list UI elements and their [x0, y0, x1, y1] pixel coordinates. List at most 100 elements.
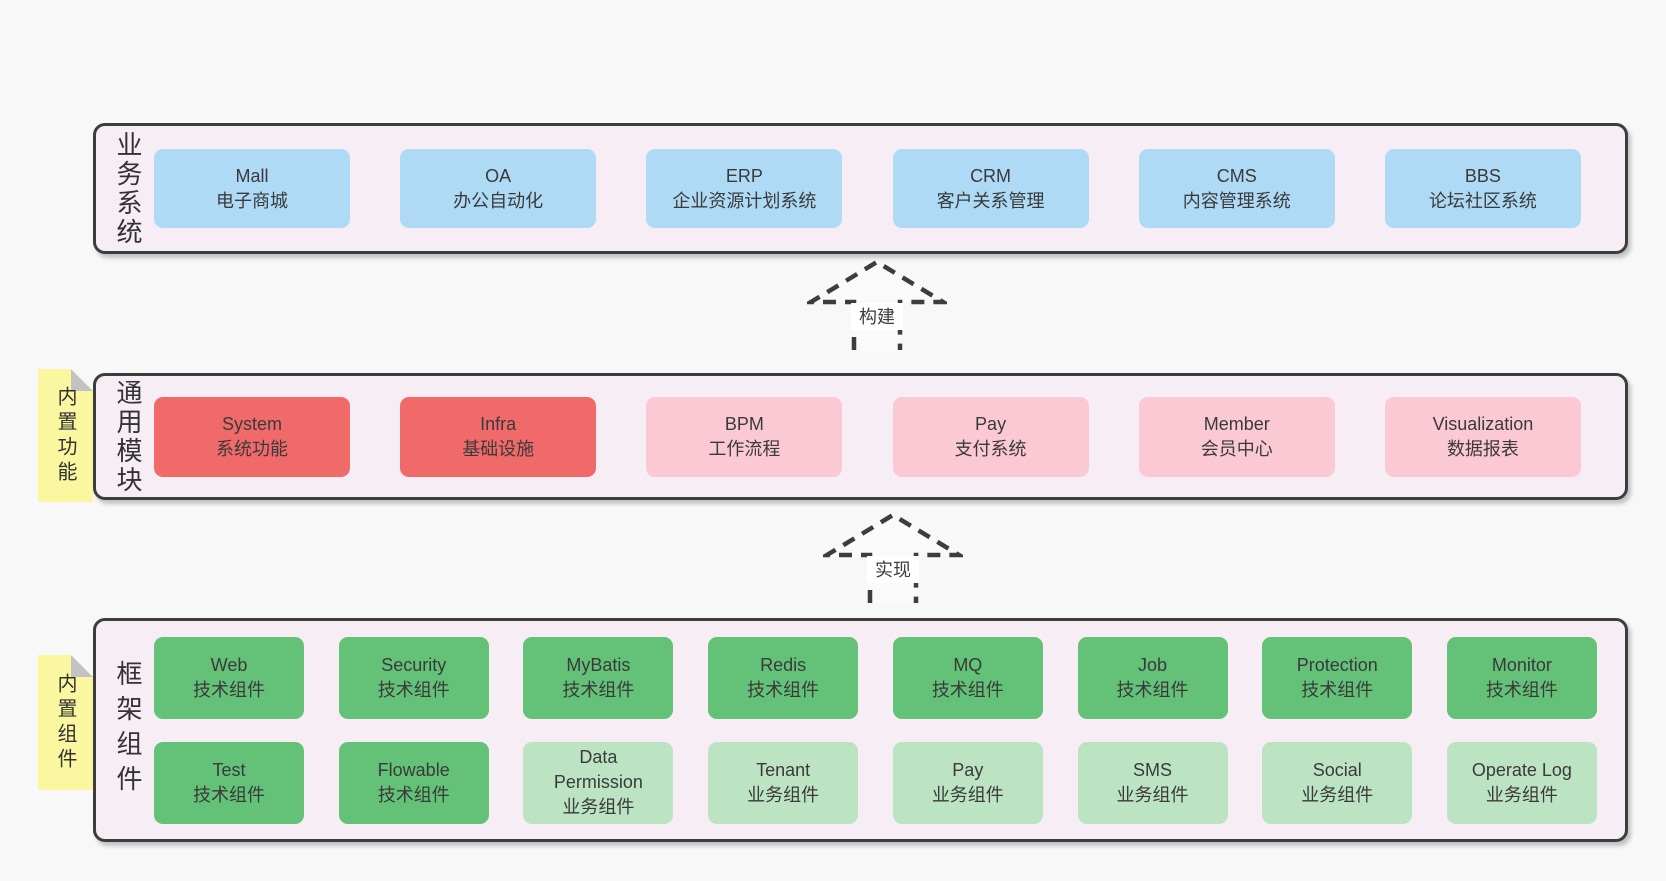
box-desc-label: 技术组件 — [377, 784, 450, 805]
box-name-label: CMS — [1216, 165, 1257, 186]
box-desc-label: 会员中心 — [1200, 438, 1273, 459]
box-desc-label: 技术组件 — [747, 679, 820, 700]
panel-business-systems-label: 业务系统 — [113, 130, 143, 247]
box-desc-label: 技术组件 — [1485, 679, 1558, 700]
box-name-label: OA — [485, 165, 512, 186]
box-web: Web 技术组件 — [154, 636, 304, 719]
box-name-label: Web — [210, 654, 248, 675]
box-name-label: MyBatis — [566, 654, 631, 675]
box-desc-label: 业务组件 — [1485, 784, 1558, 805]
box-desc-label: 客户关系管理 — [936, 190, 1045, 211]
box-test: Test 技术组件 — [154, 741, 304, 824]
box-bbs: BBS 论坛社区系统 — [1384, 149, 1581, 228]
box-crm: CRM 客户关系管理 — [892, 149, 1089, 228]
box-desc-label: 技术组件 — [1116, 679, 1189, 700]
box-name-label: Social — [1312, 759, 1362, 780]
build-arrow-label: 构建 — [859, 307, 895, 327]
box-desc-label: 业务组件 — [562, 797, 635, 817]
box-pay: Pay 业务组件 — [892, 741, 1043, 824]
box-desc-label: 业务组件 — [1301, 784, 1374, 805]
box-visualization: Visualization 数据报表 — [1384, 396, 1581, 477]
box-name-label: Monitor — [1491, 654, 1552, 675]
box-erp: ERP 企业资源计划系统 — [646, 149, 843, 228]
box-name-label: Pay — [975, 413, 1007, 434]
box-desc-label: 技术组件 — [377, 679, 450, 700]
box-desc-label: 技术组件 — [193, 784, 265, 805]
box-system: System 系统功能 — [154, 396, 350, 477]
panel-framework-components-label: 框架组件 — [113, 660, 143, 800]
box-name-label: SMS — [1133, 759, 1173, 780]
box-desc-label: 业务组件 — [747, 784, 820, 805]
box-name-label: Pay — [952, 759, 984, 780]
box-name-label: BPM — [724, 413, 764, 434]
sticky-note-label: 内置功能 — [54, 385, 76, 486]
box-desc-label: 数据报表 — [1446, 438, 1519, 459]
box-tenant: Tenant 业务组件 — [708, 741, 859, 824]
box-desc-label: 办公自动化 — [453, 190, 544, 211]
box-desc-label: 论坛社区系统 — [1428, 190, 1537, 211]
box-mq: MQ 技术组件 — [892, 636, 1043, 719]
box-name-label: System — [221, 413, 282, 434]
box-member: Member 会员中心 — [1138, 396, 1335, 477]
box-name-label: ERP — [725, 165, 763, 186]
box-oa: OA 办公自动化 — [400, 149, 597, 228]
box-security: Security 技术组件 — [338, 636, 489, 719]
box-name-label: Visualization — [1432, 413, 1534, 434]
box-desc-label: 工作流程 — [708, 438, 781, 459]
sticky-note-label: 内置组件 — [54, 672, 76, 773]
box-name-label: Operate Log — [1471, 759, 1572, 780]
box-monitor: Monitor 技术组件 — [1446, 636, 1597, 719]
business-systems-box-row: Mall 电子商城 OA 办公自动化 ERP 企业资源计划系统 CRM 客户关系管理 CMS 内容… — [154, 126, 1581, 251]
box-redis: Redis 技术组件 — [708, 636, 859, 719]
box-name-label: Data Permission — [553, 747, 643, 792]
box-flowable: Flowable 技术组件 — [338, 741, 489, 824]
box-desc-label: 技术组件 — [193, 679, 265, 700]
box-name-label: Test — [212, 759, 246, 780]
box-mybatis: MyBatis 技术组件 — [523, 636, 674, 719]
box-desc-label: 技术组件 — [562, 679, 635, 700]
box-desc-label: 业务组件 — [1116, 784, 1189, 805]
box-name-label: Job — [1138, 654, 1168, 675]
box-sms: SMS 业务组件 — [1077, 741, 1228, 824]
box-name-label: MQ — [953, 654, 983, 675]
box-social: Social 业务组件 — [1262, 741, 1413, 824]
box-name-label: BBS — [1464, 165, 1501, 186]
box-desc-label: 系统功能 — [216, 438, 288, 459]
panel-common-modules-label: 通用模块 — [113, 378, 143, 495]
box-name-label: Protection — [1296, 654, 1378, 675]
box-name-label: CRM — [970, 165, 1012, 186]
dashed-up-arrow-implement-icon: 实现 — [823, 512, 963, 603]
box-name-label: Mall — [235, 165, 269, 186]
box-bpm: BPM 工作流程 — [646, 396, 843, 477]
sticky-note-built-in-components: 内置组件 — [38, 655, 93, 790]
box-name-label: Infra — [480, 413, 517, 434]
box-pay: Pay 支付系统 — [892, 396, 1089, 477]
box-desc-label: 内容管理系统 — [1182, 190, 1291, 211]
box-desc-label: 支付系统 — [954, 438, 1027, 459]
box-cms: CMS 内容管理系统 — [1138, 149, 1335, 228]
box-job: Job 技术组件 — [1077, 636, 1228, 719]
box-name-label: Security — [381, 654, 447, 675]
implement-arrow-label: 实现 — [875, 560, 911, 580]
dashed-up-arrow-build-icon: 构建 — [807, 259, 947, 350]
box-desc-label: 业务组件 — [931, 784, 1004, 805]
box-name-label: Tenant — [756, 759, 811, 780]
box-name-label: Redis — [760, 654, 807, 675]
box-desc-label: 技术组件 — [931, 679, 1004, 700]
box-name-label: Member — [1203, 413, 1270, 434]
box-desc-label: 电子商城 — [216, 190, 288, 211]
box-desc-label: 企业资源计划系统 — [672, 190, 817, 211]
sticky-note-built-in-features: 内置功能 — [38, 369, 93, 502]
box-data-permission: Data Permission 业务组件 — [523, 741, 674, 824]
box-operate-log: Operate Log 业务组件 — [1446, 741, 1597, 824]
box-name-label: Flowable — [377, 759, 450, 780]
